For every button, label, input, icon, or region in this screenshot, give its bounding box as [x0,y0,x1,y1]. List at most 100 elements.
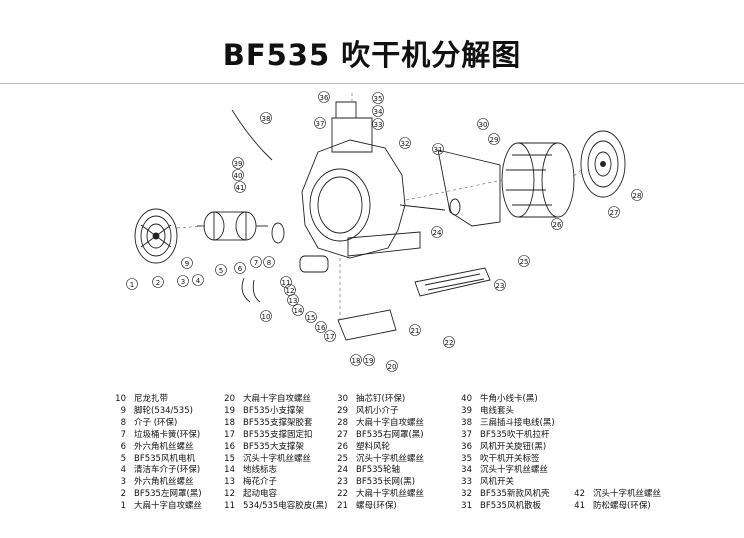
callout-35: 35 [372,92,384,104]
svg-text:24: 24 [433,229,442,237]
callout-29: 29 [488,133,500,145]
legend-item-number: 39 [461,405,472,416]
legend-item-name: 沉头十字机丝螺丝 [593,489,662,500]
legend-item-name: BF535风机散板 [480,501,541,512]
legend-item-number: 11 [224,501,235,512]
legend-item-number: 18 [224,417,235,428]
svg-text:1: 1 [130,281,134,289]
legend-item-number: 13 [224,477,235,488]
legend-item-number: 9 [120,405,126,416]
callout-22: 22 [443,336,455,348]
legend-item-number: 3 [120,477,126,488]
legend-item-number: 17 [224,429,235,440]
legend-item: 4 清洁车介子(环保) [104,464,201,476]
callout-27: 27 [608,206,620,218]
legend-item-name: BF535风机电机 [134,453,195,464]
legend-item-name: 尼龙扎带 [134,394,169,404]
blower-housing-part [301,101,446,259]
svg-text:3: 3 [181,278,185,286]
callout-39: 39 [232,157,244,169]
callout-labels: 1 2 3 4 5 6 7 8 9 10 11 12 13 14 15 16 1… [126,91,643,372]
legend-item-number: 1 [120,501,126,512]
svg-text:30: 30 [479,121,488,129]
callout-11: 11 [280,276,292,288]
legend-item-name: 外六角机丝螺丝 [134,477,194,488]
legend-item: 21 螺母(环保) [326,500,397,512]
svg-text:13: 13 [289,297,298,305]
legend-item-number: 12 [224,489,235,500]
legend-item-name: 塑料风轮 [356,441,391,452]
svg-text:25: 25 [520,258,529,266]
callout-38: 38 [260,112,272,124]
legend-item-number: 8 [120,417,126,428]
legend-item: 13 梅花介子 [213,476,277,488]
legend-item-number: 4 [120,465,126,476]
legend-item-number: 33 [461,477,472,488]
legend-item: 26 塑料风轮 [326,441,390,453]
legend-item-number: 40 [461,394,472,404]
legend-item-number: 15 [224,453,235,464]
support-bracket-part [337,309,397,341]
legend-item-number: 6 [120,441,126,452]
legend-item-name: 大扁十字自攻螺丝 [243,394,312,404]
callout-30: 30 [477,118,489,130]
fan-wheel-part [501,142,575,218]
base-grille-part [347,231,491,297]
legend-item-name: 电线套头 [480,405,515,416]
svg-text:21: 21 [411,327,420,335]
legend-item-number: 26 [337,441,348,452]
callout-26: 26 [551,218,563,230]
legend-item-name: 外六角机丝螺丝 [134,441,194,452]
svg-text:33: 33 [374,121,383,129]
svg-text:34: 34 [374,108,383,116]
callout-24: 24 [431,226,443,238]
exploded-view-diagram: 1 2 3 4 5 6 7 8 9 10 11 12 13 14 15 16 1… [126,90,643,372]
page-title: BF535 吹干机分解图 [222,38,522,72]
legend-item-number: 25 [337,453,348,464]
svg-text:36: 36 [320,94,329,102]
svg-text:16: 16 [317,324,326,332]
legend-item-name: 梅花介子 [243,477,278,488]
legend-item-name: 螺母(环保) [356,501,397,512]
svg-text:9: 9 [185,260,189,268]
legend-item-number: 23 [337,477,348,488]
motor-part [197,211,268,241]
callout-3: 3 [177,275,189,287]
callout-32: 32 [399,137,411,149]
svg-text:39: 39 [234,160,243,168]
legend-item-number: 28 [337,417,348,428]
callout-41: 41 [234,181,246,193]
legend-item-number: 21 [337,501,348,512]
legend-item-number: 27 [337,429,348,440]
legend-item-name: 清洁车介子(环保) [134,465,201,476]
svg-text:31: 31 [434,146,443,154]
svg-text:8: 8 [267,259,271,267]
callout-25: 25 [518,255,530,267]
svg-text:2: 2 [156,279,160,287]
callout-7: 7 [250,256,262,268]
title-divider [0,83,744,84]
legend-item-number: 5 [120,453,126,464]
callout-5: 5 [215,264,227,276]
legend-item-name: BF535小支撑架 [243,405,304,416]
legend-item-number: 2 [120,489,126,500]
callout-12: 12 [284,284,296,296]
svg-text:4: 4 [196,277,201,285]
